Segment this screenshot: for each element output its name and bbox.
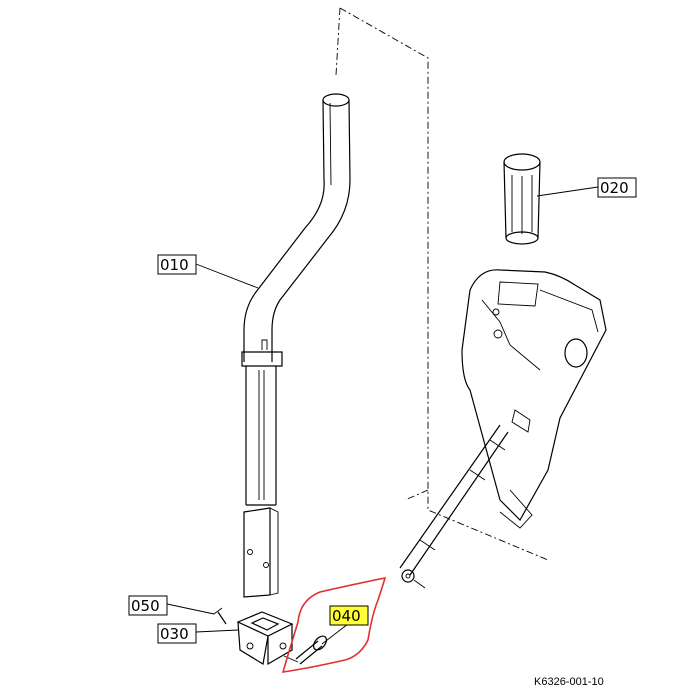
label-020: 020 — [597, 177, 637, 198]
part-number-050: 050 — [131, 597, 160, 615]
label-010: 010 — [157, 254, 197, 275]
part-number-010: 010 — [160, 256, 189, 274]
part-number-040: 040 — [332, 607, 361, 625]
bolt-040 — [283, 635, 328, 665]
lever-rod-010 — [241, 93, 351, 598]
label-050: 050 — [128, 595, 168, 616]
pin-050 — [213, 607, 227, 625]
holder-030 — [236, 611, 294, 666]
label-030: 030 — [157, 623, 197, 644]
cable — [399, 424, 509, 589]
highlight-circle — [281, 576, 387, 673]
leader-lines — [166, 186, 599, 645]
reference-code: K6326-001-10 — [534, 676, 604, 688]
part-number-020: 020 — [600, 179, 629, 197]
console-housing — [461, 269, 607, 529]
part-number-030: 030 — [160, 625, 189, 643]
dashed-frame — [335, 7, 549, 561]
label-040: 040 — [329, 605, 369, 626]
grip-020 — [503, 153, 541, 245]
